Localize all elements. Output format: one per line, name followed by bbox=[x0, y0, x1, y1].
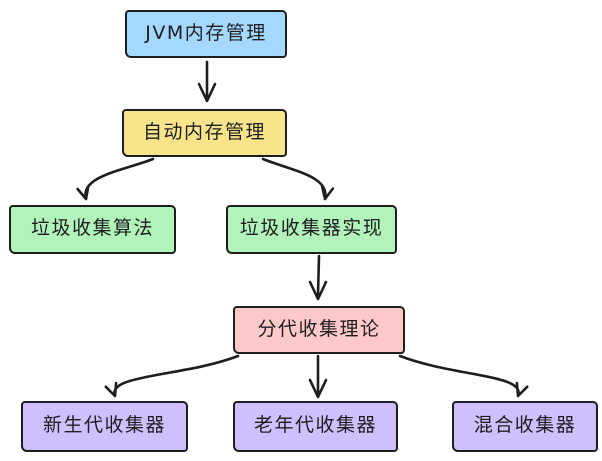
arrow-jvm-to-auto bbox=[197, 60, 217, 103]
node-label: JVM内存管理 bbox=[145, 21, 267, 44]
node-label: 自动内存管理 bbox=[142, 120, 266, 143]
node-label: 垃圾收集器实现 bbox=[239, 217, 384, 239]
node-garbage-collection-algorithms[interactable]: 垃圾收集算法 bbox=[9, 205, 176, 254]
arrow-auto-to-implementation bbox=[261, 157, 335, 201]
node-label: 新生代收集器 bbox=[42, 414, 166, 436]
node-mixed-collectors[interactable]: 混合收集器 bbox=[452, 401, 598, 452]
arrow-theory-to-mixed bbox=[398, 354, 529, 398]
node-label: 混合收集器 bbox=[473, 414, 577, 436]
node-young-generation-collectors[interactable]: 新生代收集器 bbox=[21, 401, 188, 452]
arrow-theory-to-old bbox=[308, 354, 328, 399]
arrow-implementation-to-theory bbox=[308, 254, 328, 301]
arrow-theory-to-young bbox=[104, 354, 240, 398]
node-generational-collection-theory[interactable]: 分代收集理论 bbox=[233, 306, 405, 354]
arrow-auto-to-algorithms bbox=[76, 157, 155, 201]
node-jvm-memory-management[interactable]: JVM内存管理 bbox=[125, 10, 287, 58]
node-old-generation-collectors[interactable]: 老年代收集器 bbox=[233, 401, 398, 452]
node-label: 垃圾收集算法 bbox=[30, 217, 154, 239]
node-label: 分代收集理论 bbox=[257, 317, 381, 340]
node-garbage-collector-implementation[interactable]: 垃圾收集器实现 bbox=[226, 205, 397, 254]
node-automatic-memory-management[interactable]: 自动内存管理 bbox=[122, 109, 287, 157]
node-label: 老年代收集器 bbox=[253, 414, 377, 436]
